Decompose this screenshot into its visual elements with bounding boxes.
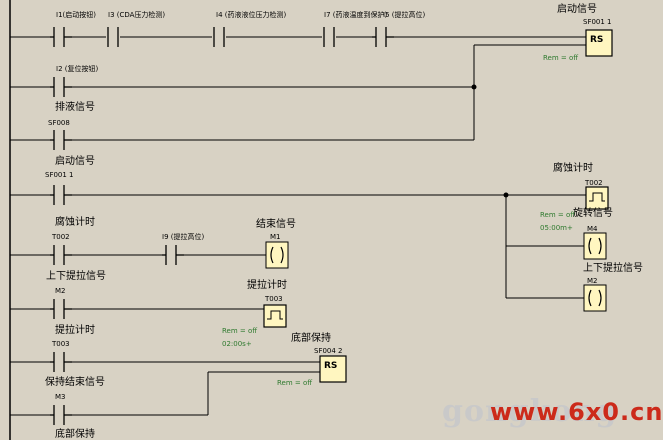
contact-label-i5: I5 (提拉高位) [383,11,426,19]
contact-i2[interactable] [50,77,72,97]
coil-tag-m4: M4 [587,225,598,233]
contact-i9[interactable] [162,245,184,265]
contact-label-i3: I3 (CDA压力检测) [108,11,166,19]
coil-tag-m2: M2 [587,277,598,285]
coil-icon [270,246,284,264]
contact-t003[interactable] [50,352,72,372]
contact-i1[interactable] [50,27,72,47]
coil-icon [588,237,602,255]
contact-sf001[interactable] [50,185,72,205]
contact-label-m3: M3 [55,393,66,401]
timer-block-t003[interactable] [263,304,287,328]
junction-dot [503,192,509,198]
coil-m1[interactable] [265,241,289,269]
contact-caption-m2: 提拉计时 [55,325,95,336]
on-delay-pulse-icon [589,192,605,202]
block-symbol-rs: RS [590,35,604,45]
rs-block-sf001[interactable] [585,29,613,57]
contact-i7[interactable] [323,27,335,47]
timer-block-t002[interactable] [585,186,609,210]
contact-caption-sf001: 腐蚀计时 [55,217,95,228]
contact-sf008[interactable] [50,130,72,150]
contact-label-sf008: SF008 [48,119,70,127]
timer-preset-time: 02:00s+ [222,340,252,348]
timer-tag-t002: T002 [585,179,603,187]
timer-title-t002: 腐蚀计时 [553,163,593,174]
block-retentive-setting: Rem = off [543,54,579,62]
block-title-sf004: 底部保持 [291,333,331,344]
contact-label-i7: I7 (药液温度到保护) [324,11,388,19]
coil-tag-m1: M1 [270,233,281,241]
contact-caption-m3: 底部保持 [55,429,95,440]
coil-icon [588,289,602,307]
contact-i3[interactable] [107,27,119,47]
contact-i4[interactable] [213,27,225,47]
junction-dot [471,84,477,90]
watermark-logo: gongkong [442,394,618,429]
contact-caption-sf008: 启动信号 [55,156,95,167]
contact-label-m2: M2 [55,287,66,295]
timer-retentive-setting: Rem = off [540,211,576,219]
block-tag-sf001: SF001 1 [583,18,612,26]
contact-label-i4: I4 (药液液位压力检测) [216,11,287,19]
block-title-sf001: 启动信号 [557,4,597,15]
on-delay-pulse-icon [267,310,283,320]
coil-title-m1: 结束信号 [256,219,296,230]
contact-label-t002: T002 [52,233,70,241]
contact-label-i1: I1(启动按钮) [56,11,96,19]
contact-i5[interactable] [372,27,394,47]
timer-tag-t003: T003 [265,295,283,303]
contact-m3[interactable] [50,405,72,425]
contact-label-t003: T003 [52,340,70,348]
contact-label-sf001: SF001 1 [45,171,74,179]
contact-m2[interactable] [50,299,72,319]
timer-preset-time: 05:00m+ [540,224,573,232]
coil-m4[interactable] [583,232,607,260]
coil-title-m2: 上下提拉信号 [583,263,643,274]
contact-caption-t003: 保持结束信号 [45,377,105,388]
contact-t002[interactable] [50,245,72,265]
timer-retentive-setting: Rem = off [222,327,258,335]
timer-title-t003: 提拉计时 [247,280,287,291]
contact-caption-i2: 排液信号 [55,102,95,113]
block-retentive-setting: Rem = off [277,379,313,387]
coil-m2[interactable] [583,284,607,312]
rs-block-sf004[interactable] [319,355,347,383]
contact-label-i2: I2 (复位按钮) [56,65,99,73]
block-symbol-rs: RS [324,361,338,371]
coil-title-m4: 旋转信号 [573,208,613,219]
block-tag-sf004: SF004 2 [314,347,343,355]
contact-label-i9: I9 (提拉高位) [162,233,205,241]
watermark-brand: www.6x0.cn [490,398,663,426]
contact-caption-t002: 上下提拉信号 [46,271,106,282]
